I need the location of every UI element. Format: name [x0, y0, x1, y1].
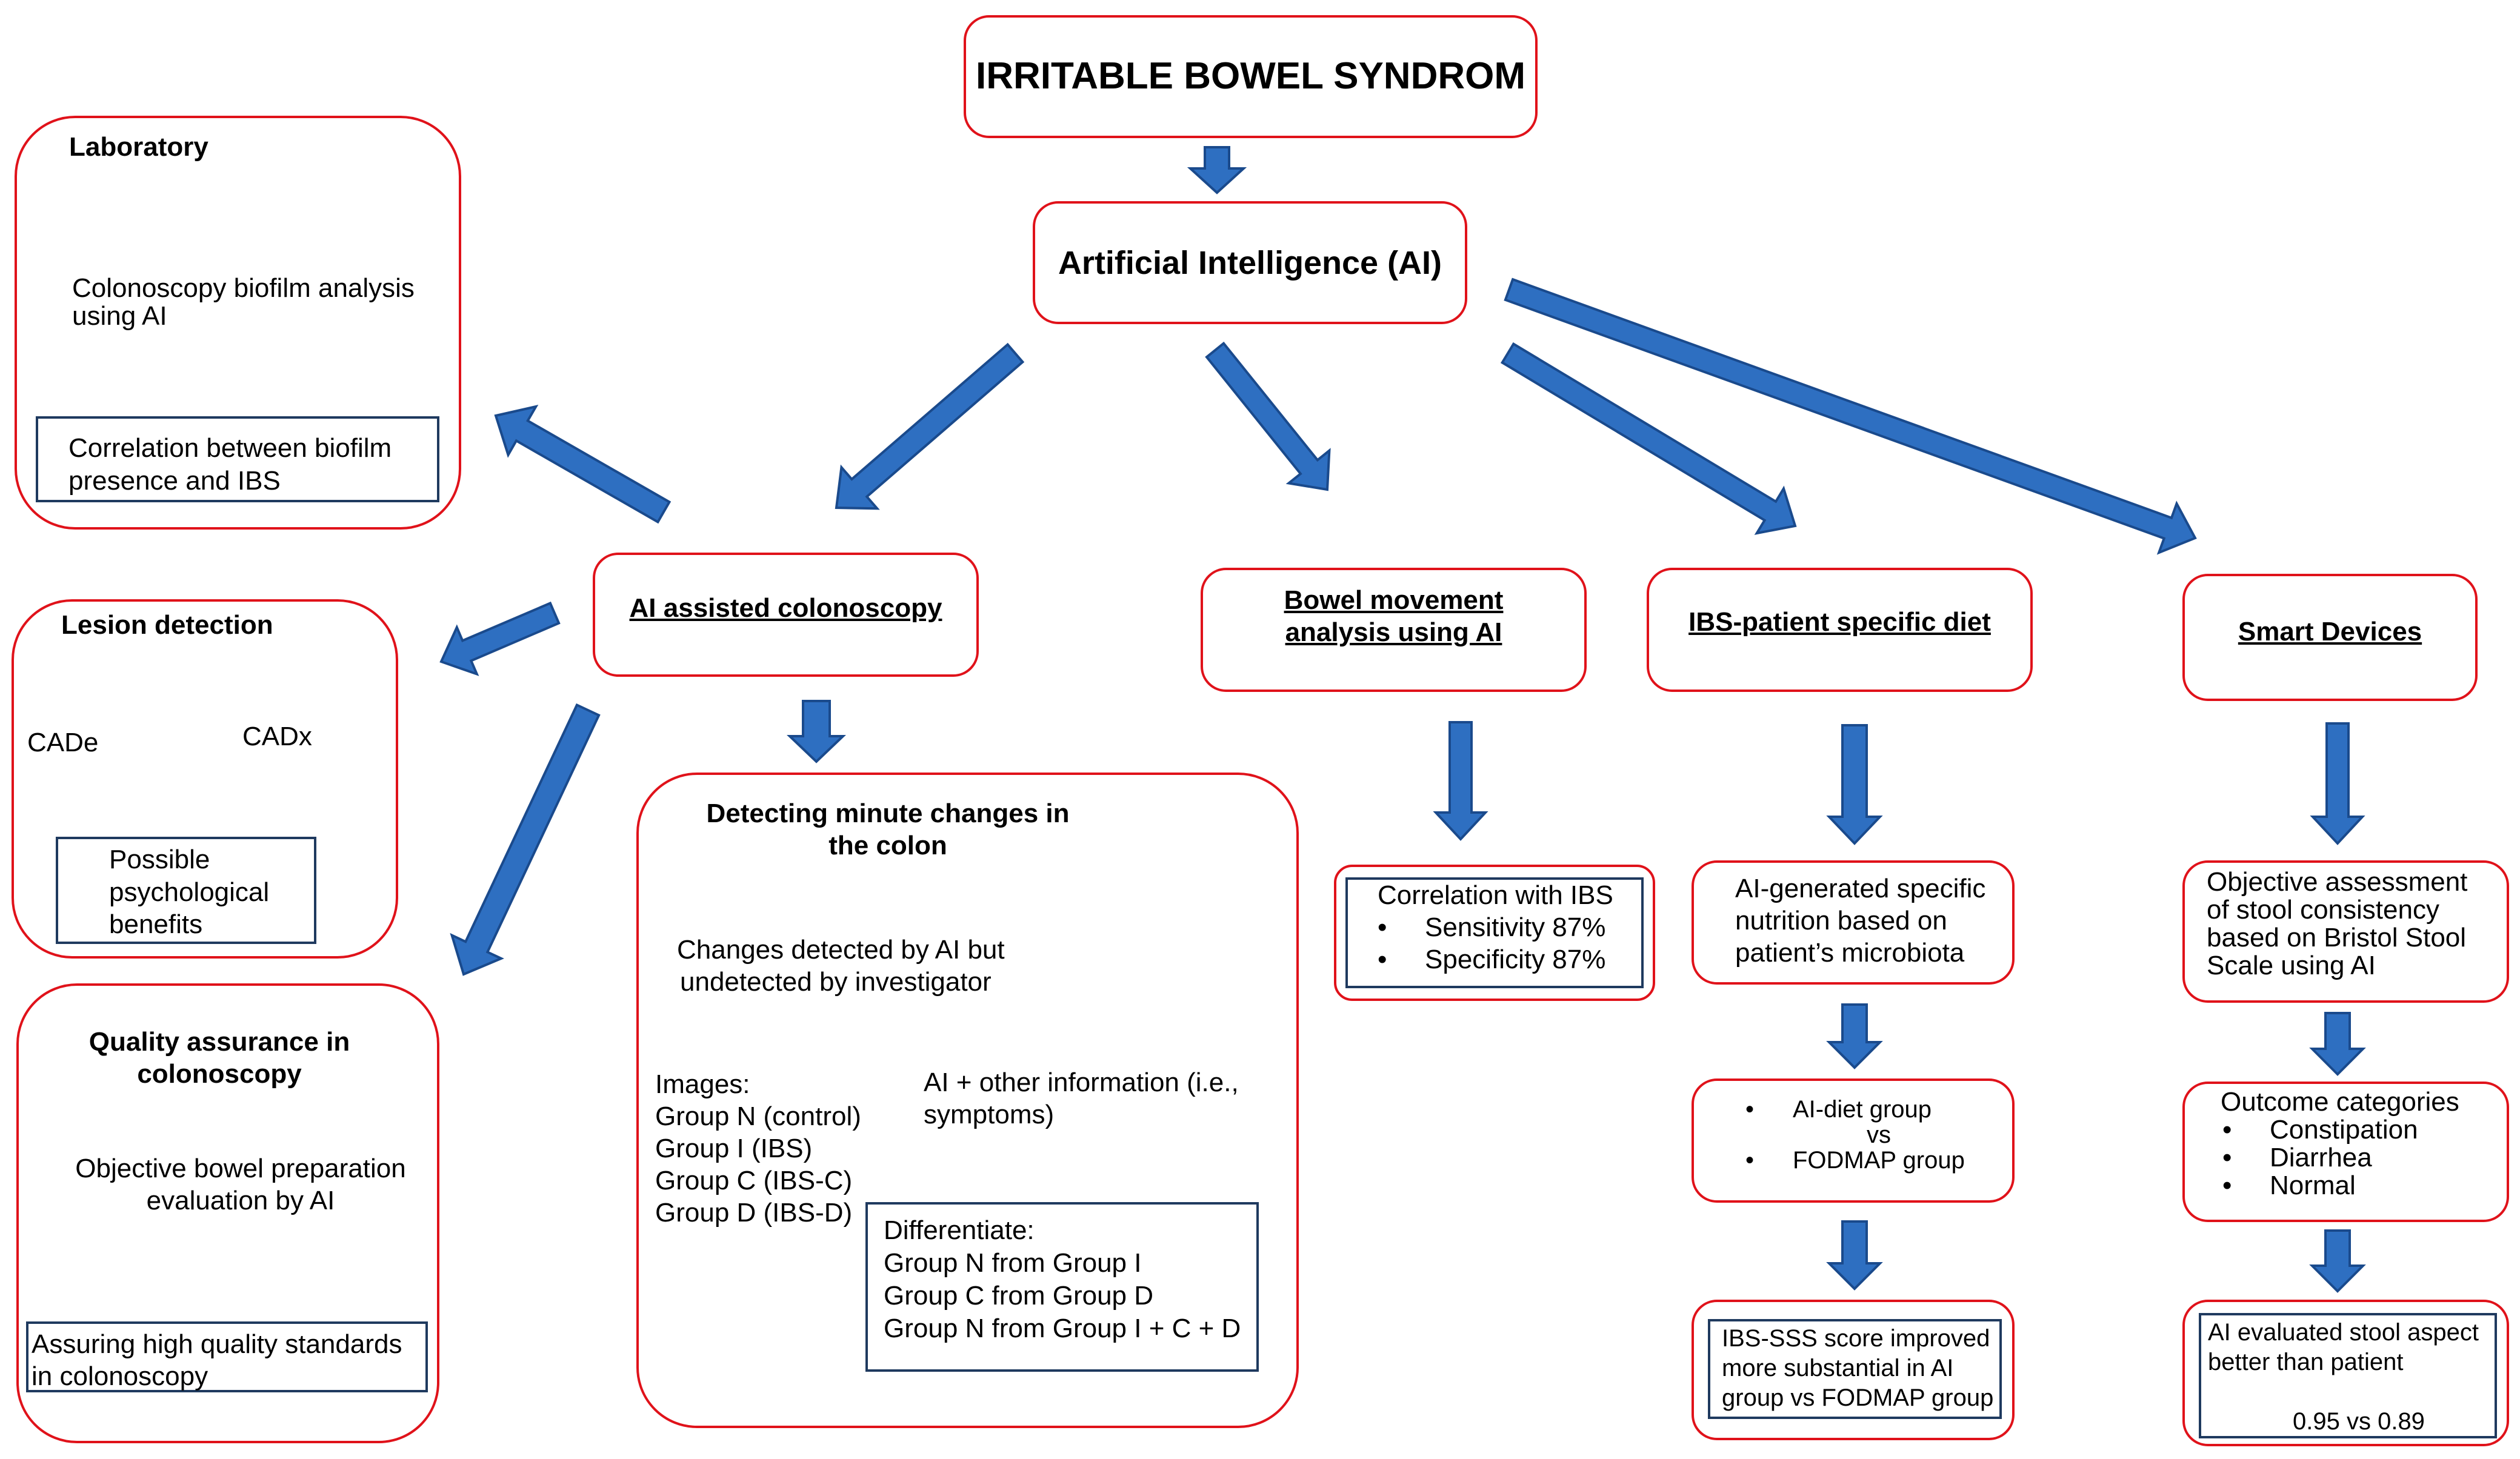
smart-step1-box	[2182, 860, 2509, 1003]
smart-outcome-constipation: Constipation	[2222, 1114, 2418, 1146]
arrow-colonoscopy-to-minute	[787, 700, 846, 763]
quality-step1-line1: Objective bowel preparation	[75, 1154, 406, 1183]
bowel-sensitivity: Sensitivity 87%	[1378, 911, 1605, 943]
arrow-ai-to-colonoscopy	[835, 342, 1025, 510]
diet-box	[1647, 568, 2033, 692]
bowel-specificity: Specificity 87%	[1378, 943, 1605, 975]
smart-outcome-normal: Normal	[2222, 1169, 2356, 1201]
arrow-colonoscopy-to-lab	[494, 405, 672, 524]
minute-other-line1: AI + other information (i.e.,	[924, 1068, 1239, 1097]
laboratory-step1-line1: Colonoscopy biofilm analysis	[72, 273, 415, 303]
arrow-ai-to-bowel	[1205, 341, 1331, 491]
lesion-result-line2: psychological	[109, 877, 270, 907]
diet-result-line2: more substantial in AI	[1722, 1355, 1954, 1381]
lesion-result-box	[56, 837, 316, 944]
diet-result-line3: group vs FODMAP group	[1722, 1384, 1994, 1411]
smart-result-line1: AI evaluated stool aspect	[2208, 1319, 2479, 1346]
laboratory-result-box	[36, 416, 439, 502]
arrow-colonoscopy-to-quality	[450, 703, 601, 976]
arrow-colonoscopy-to-lesion	[439, 601, 561, 676]
arrow-smart-to-step1	[2310, 722, 2365, 845]
arrow-bowel-to-result	[1433, 721, 1488, 841]
bowel-corr: Correlation with IBS	[1378, 880, 1613, 910]
arrow-diet-groups-to-result	[1826, 1220, 1883, 1291]
quality-heading-line2: colonoscopy	[137, 1059, 302, 1089]
arrow-ai-to-diet	[1500, 342, 1797, 535]
smart-outcome-heading: Outcome categories	[2221, 1087, 2459, 1117]
lesion-result-line3: benefits	[109, 909, 203, 939]
minute-heading-line1: Detecting minute changes in	[706, 799, 1070, 828]
minute-images-group-n: Group N (control)	[655, 1102, 861, 1131]
diet-result-line1: IBS-SSS score improved	[1722, 1325, 1990, 1352]
smart-box	[2182, 574, 2478, 701]
lesion-cade: CADe	[27, 728, 99, 757]
smart-step1-line2: of stool consistency	[2207, 895, 2439, 925]
minute-other-line2: symptoms)	[924, 1100, 1055, 1129]
title-box	[964, 15, 1538, 138]
diet-group-vs: vs	[1867, 1122, 1891, 1148]
smart-outcome-diarrhea: Diarrhea	[2222, 1142, 2372, 1174]
arrow-diet-to-step1	[1826, 724, 1883, 845]
smart-step1-line3: based on Bristol Stool	[2207, 923, 2467, 952]
arrow-smart-outcome-to-result	[2309, 1229, 2366, 1293]
diet-group-ai: AI-diet group	[1745, 1095, 1932, 1124]
diet-step1-line1: AI-generated specific	[1735, 874, 1986, 903]
smart-step1-line1: Objective assessment	[2207, 867, 2468, 897]
minute-heading-line2: the colon	[828, 831, 947, 860]
minute-images-group-i: Group I (IBS)	[655, 1134, 813, 1163]
minute-diff-line1: Differentiate:	[884, 1215, 1035, 1245]
arrow-smart-step1-to-outcome	[2309, 1012, 2366, 1076]
quality-heading-line1: Quality assurance in	[88, 1027, 350, 1057]
colonoscopy-label: AI assisted colonoscopy	[629, 593, 942, 623]
quality-result-line2: in colonoscopy	[32, 1361, 208, 1391]
minute-diff-box	[865, 1202, 1259, 1372]
smart-result-box	[2199, 1313, 2497, 1438]
laboratory-result-line2: presence and IBS	[68, 466, 281, 496]
bowel-label-line1: Bowel movement	[1284, 585, 1504, 615]
quality-result-line1: Assuring high quality standards	[32, 1329, 402, 1359]
smart-result-value: 0.95 vs 0.89	[2293, 1408, 2425, 1435]
quality-result-box	[26, 1321, 428, 1392]
diet-result-box	[1708, 1319, 2002, 1419]
minute-diff-line2: Group N from Group I	[884, 1248, 1142, 1278]
minute-images-label: Images:	[655, 1069, 750, 1099]
arrow-title-to-ai	[1187, 146, 1247, 194]
ai-box	[1033, 201, 1467, 324]
arrow-diet-step1-to-groups	[1826, 1003, 1883, 1069]
lesion-heading: Lesion detection	[61, 610, 273, 640]
diet-step1-box	[1692, 860, 2015, 985]
smart-label: Smart Devices	[2238, 617, 2422, 646]
minute-images-group-d: Group D (IBS-D)	[655, 1198, 853, 1228]
bowel-label-line2: analysis using AI	[1285, 617, 1502, 647]
diet-group-fodmap: FODMAP group	[1745, 1146, 1965, 1175]
minute-step1-line1: Changes detected by AI but	[677, 935, 1005, 965]
ai-text: Artificial Intelligence (AI)	[1058, 245, 1442, 281]
minute-diff-line4: Group N from Group I + C + D	[884, 1314, 1241, 1343]
diet-label: IBS-patient specific diet	[1688, 607, 1991, 637]
quality-step1-line2: evaluation by AI	[146, 1186, 335, 1215]
diet-step1-line3: patient’s microbiota	[1735, 938, 1965, 968]
laboratory-step1-line2: using AI	[72, 301, 167, 331]
minute-images-group-c: Group C (IBS-C)	[655, 1166, 853, 1195]
laboratory-result-line1: Correlation between biofilm	[68, 433, 392, 463]
minute-diff-line3: Group C from Group D	[884, 1281, 1154, 1311]
laboratory-heading: Laboratory	[69, 132, 208, 162]
smart-step1-line4: Scale using AI	[2207, 951, 2376, 980]
colonoscopy-box	[593, 553, 979, 677]
bowel-box	[1201, 568, 1587, 692]
arrow-ai-to-smart	[1504, 278, 2197, 555]
diet-step1-line2: nutrition based on	[1735, 906, 1947, 936]
minute-step1-line2: undetected by investigator	[680, 967, 992, 997]
smart-result-line2: better than patient	[2208, 1349, 2404, 1375]
lesion-result-line1: Possible	[109, 845, 210, 874]
title-text: IRRITABLE BOWEL SYNDROM	[975, 55, 1526, 97]
lesion-cadx: CADx	[242, 722, 312, 751]
